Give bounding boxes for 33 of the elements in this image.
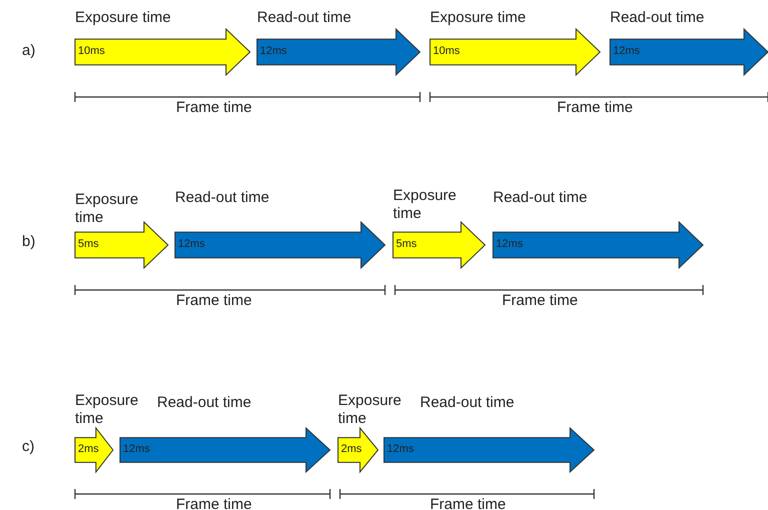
duration-label: 5ms <box>78 238 99 250</box>
duration-label: 10ms <box>433 45 460 57</box>
duration-label: 12ms <box>613 45 640 57</box>
phase-label: Read-out time <box>157 394 252 412</box>
duration-label: 2ms <box>78 443 99 455</box>
duration-label: 10ms <box>78 45 105 57</box>
phase-label: Read-out time <box>175 189 270 207</box>
duration-label: 12ms <box>178 238 205 250</box>
row-label: b) <box>22 233 36 250</box>
dimension-label: Frame time <box>557 99 633 116</box>
dimension-label: Frame time <box>430 496 506 510</box>
phase-label: Exposure time <box>75 392 140 428</box>
phase-label: Read-out time <box>257 9 352 27</box>
duration-label: 12ms <box>496 238 523 250</box>
row-label: a) <box>22 42 36 59</box>
dimension-label: Frame time <box>502 292 578 309</box>
row-label: c) <box>22 438 34 455</box>
duration-label: 12ms <box>387 443 414 455</box>
phase-label: Exposure time <box>393 187 458 223</box>
dimension-label: Frame time <box>176 496 252 510</box>
phase-label: Read-out time <box>420 394 514 412</box>
dimension-label: Frame time <box>176 99 252 116</box>
phase-label: Exposure time <box>75 191 140 227</box>
phase-label: Exposure time <box>75 9 171 27</box>
phase-label: Exposure time <box>338 392 402 428</box>
phase-label: Read-out time <box>493 189 588 207</box>
duration-label: 12ms <box>123 443 150 455</box>
duration-label: 5ms <box>396 238 417 250</box>
duration-label: 12ms <box>260 45 287 57</box>
duration-label: 2ms <box>341 443 362 455</box>
dimension-label: Frame time <box>176 292 252 309</box>
phase-label: Exposure time <box>430 9 526 27</box>
phase-label: Read-out time <box>610 9 704 27</box>
